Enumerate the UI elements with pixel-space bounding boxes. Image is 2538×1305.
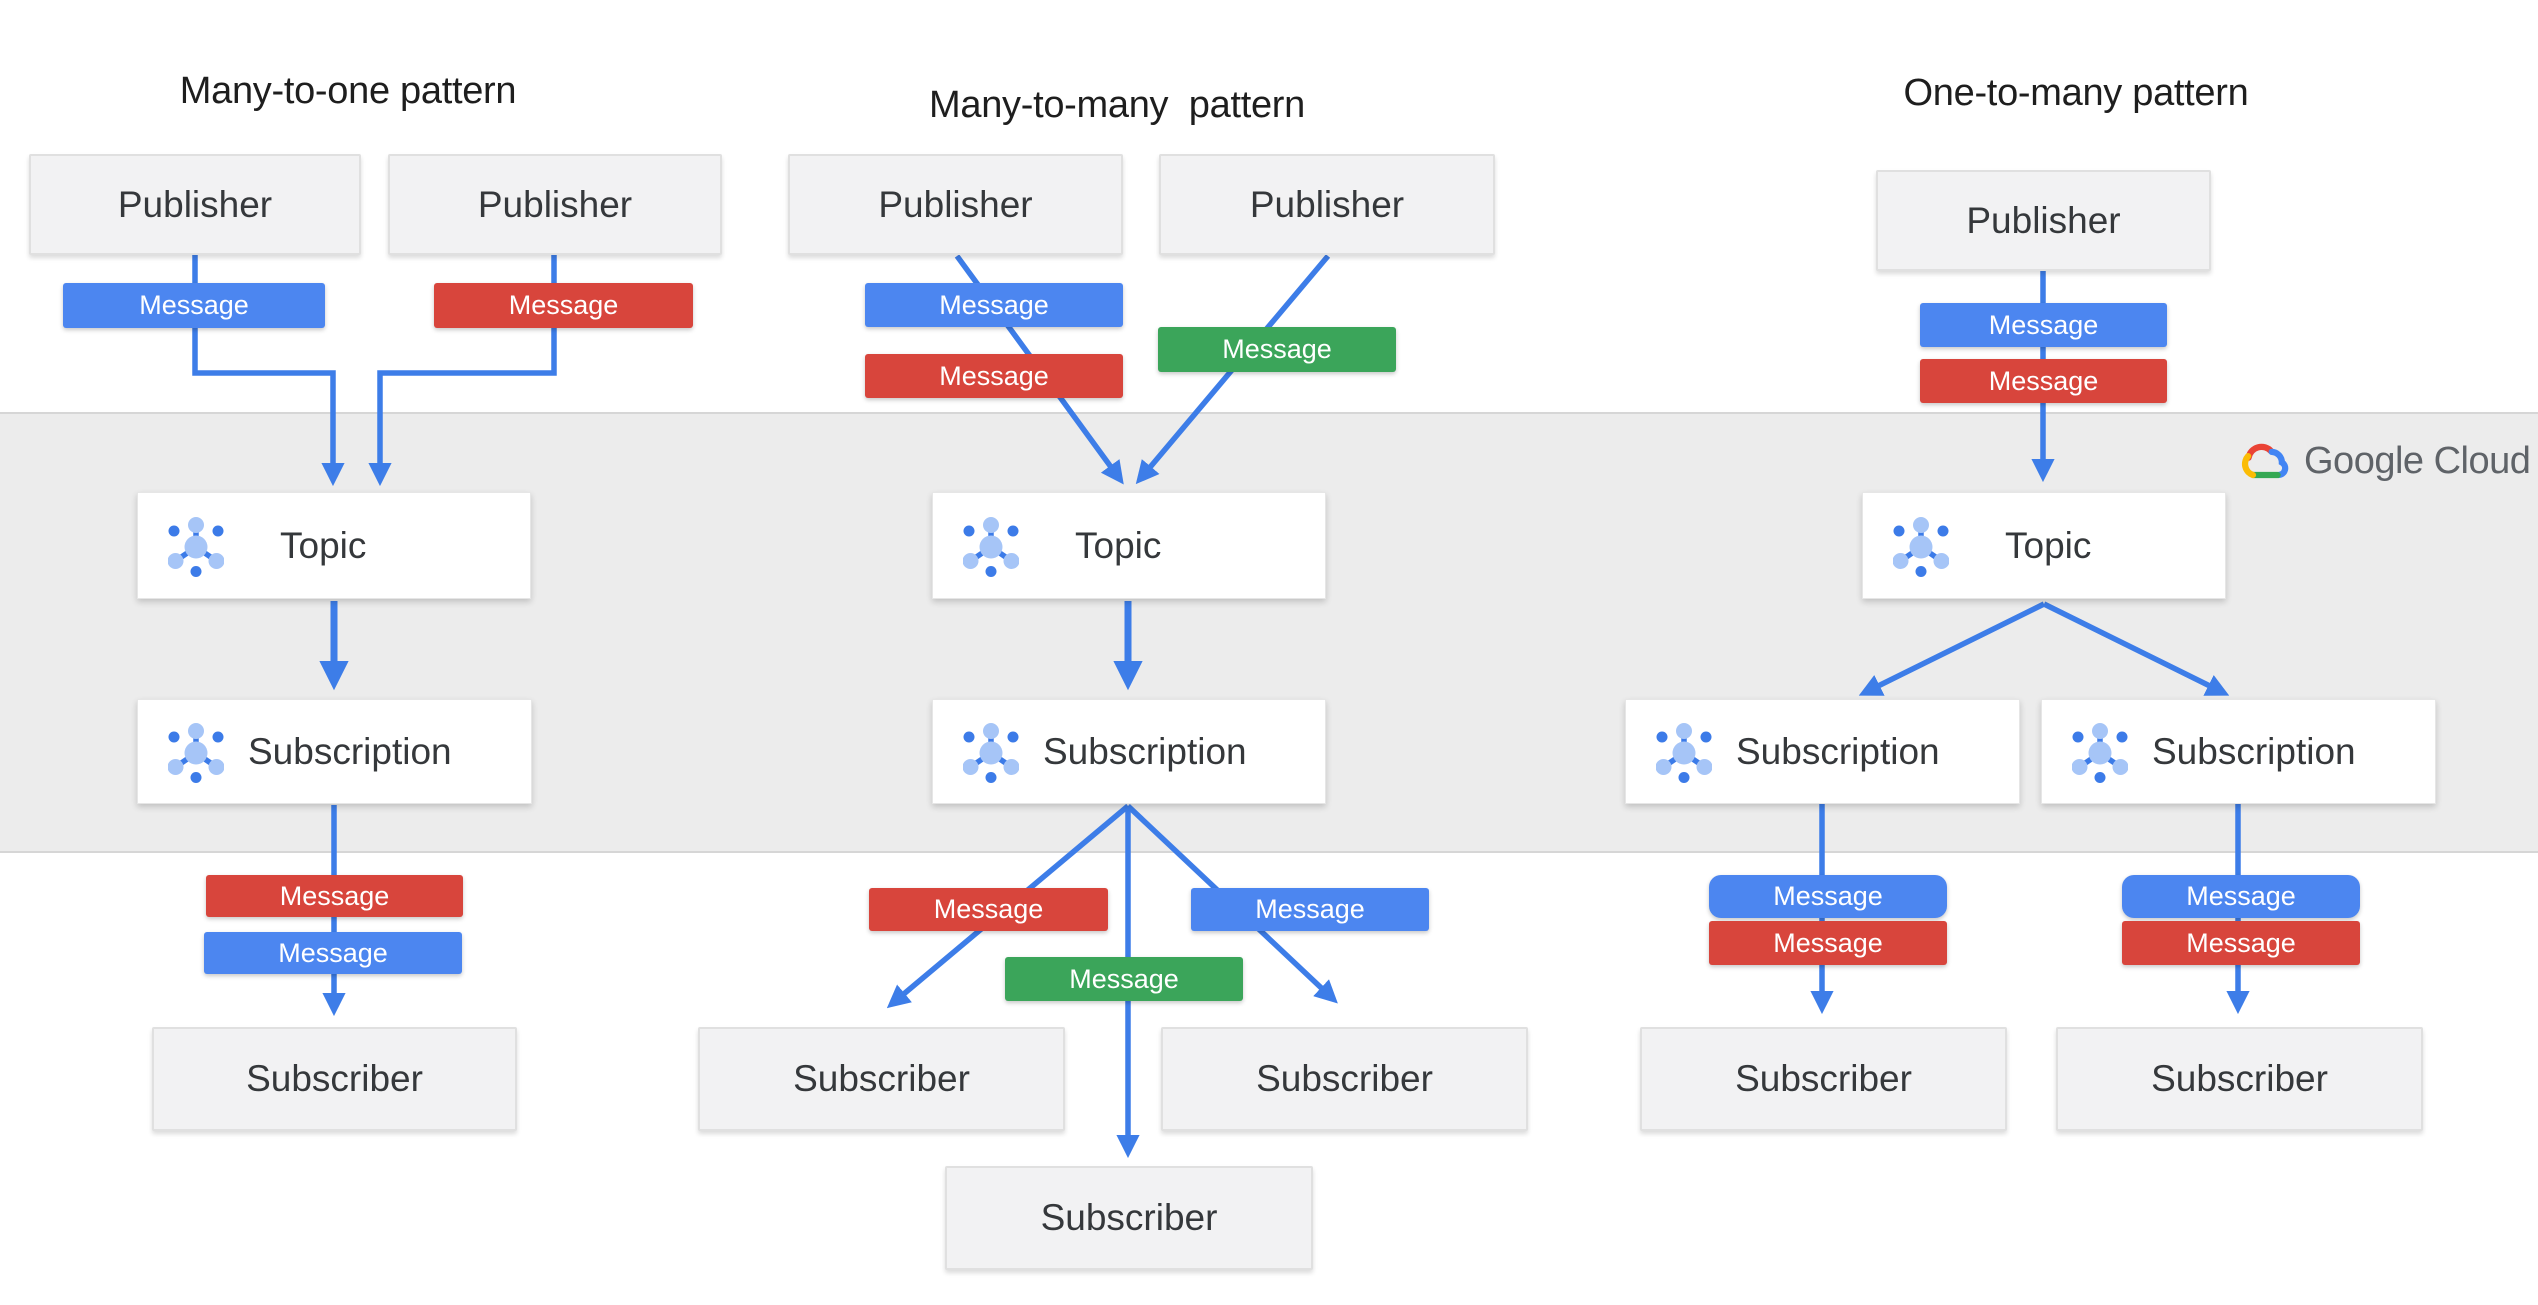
subscription-box: Subscription xyxy=(932,699,1326,804)
subscription-label: Subscription xyxy=(1043,730,1247,772)
subscription-box: Subscription xyxy=(137,699,532,804)
subscriber-box: Subscriber xyxy=(945,1166,1313,1270)
message-badge-green: Message xyxy=(1005,957,1243,1001)
pattern-title-one-to-many: One-to-many pattern xyxy=(1903,72,2249,114)
pubsub-subscription-icon xyxy=(1656,722,1712,783)
topic-box: Topic xyxy=(1862,492,2226,599)
pubsub-subscription-icon xyxy=(963,722,1019,783)
subscriber-box: Subscriber xyxy=(2056,1027,2423,1131)
arrow-topic-to-sub-right-left xyxy=(1858,601,2046,696)
subscriber-box: Subscriber xyxy=(152,1027,517,1131)
pattern-title-many-to-one: Many-to-one pattern xyxy=(179,70,517,112)
topic-box: Topic xyxy=(137,492,531,599)
subscription-box: Subscription xyxy=(2041,699,2436,804)
message-badge-red: Message xyxy=(434,283,693,328)
message-badge-green: Message xyxy=(1158,327,1396,372)
message-badge-red: Message xyxy=(1709,921,1947,965)
subscription-label: Subscription xyxy=(2152,730,2356,772)
subscriber-box: Subscriber xyxy=(1161,1027,1528,1131)
pubsub-topic-icon xyxy=(1893,516,1949,577)
publisher-box: Publisher xyxy=(788,154,1123,255)
message-badge-red: Message xyxy=(865,354,1123,398)
google-cloud-icon xyxy=(2241,443,2289,479)
google-cloud-logo: Google Cloud xyxy=(2238,438,2531,484)
subscriber-box: Subscriber xyxy=(698,1027,1065,1131)
pubsub-topic-icon xyxy=(168,516,224,577)
message-badge-blue: Message xyxy=(1709,875,1947,918)
message-badge-red: Message xyxy=(2122,921,2360,965)
subscription-box: Subscription xyxy=(1625,699,2020,804)
message-badge-blue: Message xyxy=(204,932,462,974)
publisher-box: Publisher xyxy=(29,154,361,255)
subscription-label: Subscription xyxy=(248,730,452,772)
subscriber-box: Subscriber xyxy=(1640,1027,2007,1131)
subscription-label: Subscription xyxy=(1736,730,1940,772)
message-badge-red: Message xyxy=(1920,359,2167,403)
message-badge-blue: Message xyxy=(1920,303,2167,347)
publisher-box: Publisher xyxy=(1159,154,1495,255)
pattern-title-many-to-many: Many-to-many pattern xyxy=(929,84,1305,126)
topic-label: Topic xyxy=(1075,524,1162,566)
topic-box: Topic xyxy=(932,492,1326,599)
message-badge-blue: Message xyxy=(63,283,325,328)
google-cloud-logo-text: Google Cloud xyxy=(2304,439,2531,482)
message-badge-blue: Message xyxy=(1191,888,1429,931)
topic-label: Topic xyxy=(280,524,367,566)
publisher-box: Publisher xyxy=(388,154,722,255)
topic-label: Topic xyxy=(2005,524,2092,566)
message-badge-red: Message xyxy=(869,888,1108,931)
message-badge-red: Message xyxy=(206,875,463,917)
publisher-box: Publisher xyxy=(1876,170,2211,271)
pubsub-subscription-icon xyxy=(2072,722,2128,783)
message-badge-blue: Message xyxy=(2122,875,2360,918)
message-badge-blue: Message xyxy=(865,283,1123,327)
pubsub-subscription-icon xyxy=(168,722,224,783)
pubsub-topic-icon xyxy=(963,516,1019,577)
arrow-topic-to-sub-right-right xyxy=(2042,601,2230,696)
